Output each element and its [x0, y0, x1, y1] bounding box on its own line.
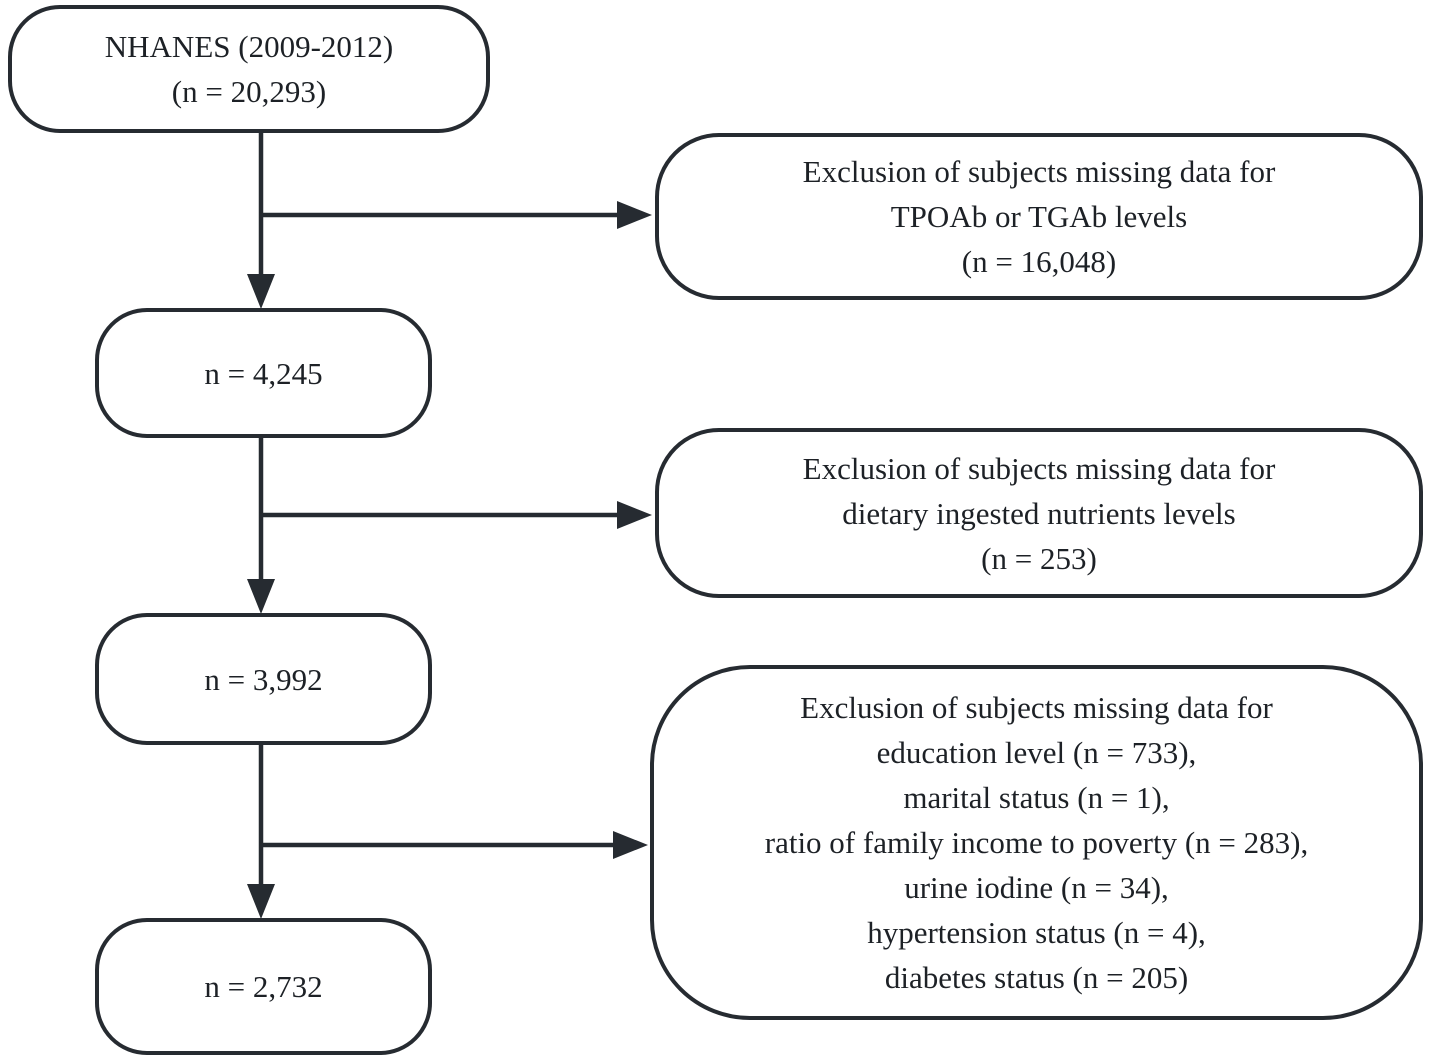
box-text-line: (n = 20,293) [171, 74, 327, 109]
arrowhead-down-2 [247, 579, 275, 614]
box-text-line: n = 2,732 [204, 969, 323, 1004]
box-text-line: education level (n = 733), [876, 735, 1197, 770]
box-text-line: TPOAb or TGAb levels [890, 199, 1188, 234]
exclusion-box-2: Exclusion of subjects missing data for d… [655, 428, 1423, 598]
box-text-line: NHANES (2009-2012) [104, 29, 394, 64]
box-text-line: n = 4,245 [204, 355, 323, 391]
arrowhead-right-2 [617, 501, 652, 529]
box-text-line: n = 3,992 [204, 661, 323, 697]
arrowhead-down-3 [247, 884, 275, 919]
box-text-line: hypertension status (n = 4), [867, 915, 1206, 950]
box-text-line: ratio of family income to poverty (n = 2… [764, 825, 1309, 860]
arrowhead-down-1 [247, 274, 275, 309]
box-text-line: marital status (n = 1), [903, 780, 1170, 815]
arrowhead-right-1 [617, 201, 652, 229]
arrowhead-right-3 [613, 831, 648, 859]
box-text-line: (n = 253) [981, 540, 1097, 576]
box-text-line: Exclusion of subjects missing data for [800, 690, 1273, 725]
exclusion-box-3: Exclusion of subjects missing data for e… [650, 665, 1423, 1020]
box-text-line: diabetes status (n = 205) [884, 960, 1189, 995]
box-text-line: (n = 16,048) [961, 244, 1117, 279]
flow-box-step-2: n = 3,992 [95, 613, 432, 745]
flow-box-step-3: n = 2,732 [95, 918, 432, 1055]
box-text-line: dietary ingested nutrients levels [842, 495, 1236, 531]
flow-box-step-1: n = 4,245 [95, 308, 432, 438]
box-text-line: Exclusion of subjects missing data for [802, 154, 1276, 189]
flow-box-nhanes-source: NHANES (2009-2012) (n = 20,293) [8, 5, 490, 133]
box-text-line: Exclusion of subjects missing data for [802, 450, 1276, 486]
exclusion-box-1: Exclusion of subjects missing data for T… [655, 133, 1423, 300]
box-text-line: urine iodine (n = 34), [904, 870, 1169, 905]
